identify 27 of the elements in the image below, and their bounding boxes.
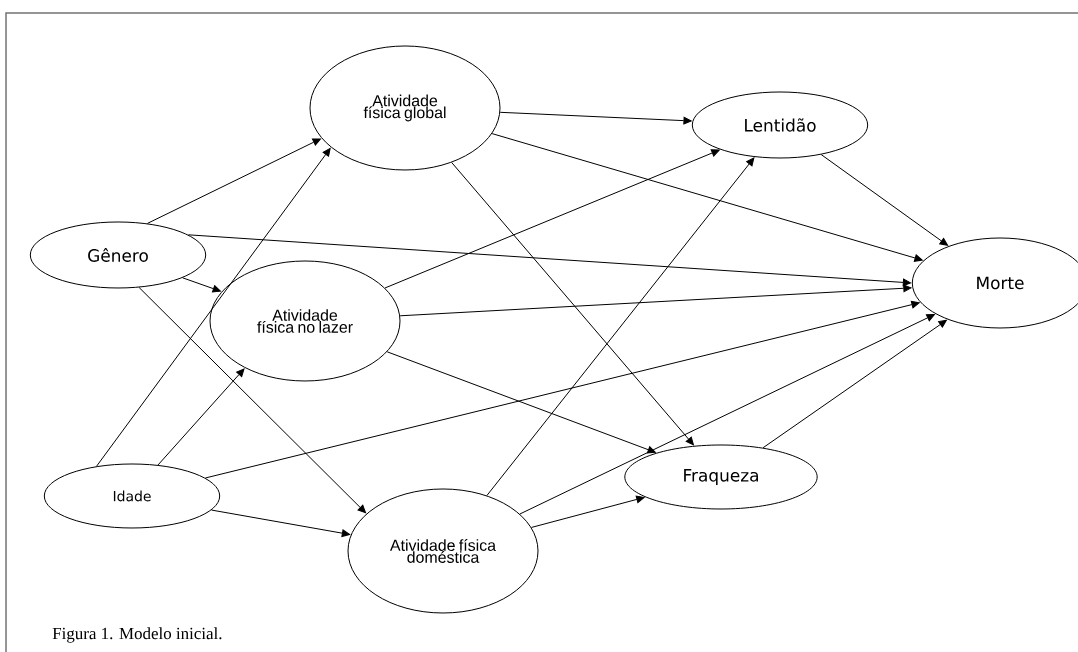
ellipse-node: Fraqueza [624, 444, 818, 510]
ellipse-node: Atividade física no lazer [209, 260, 401, 382]
arrow [211, 509, 351, 537]
ellipse-node: Atividade física doméstica [347, 488, 539, 614]
arrow [157, 368, 245, 466]
arrow [187, 234, 912, 287]
arrow [182, 277, 221, 293]
arrow [486, 157, 755, 496]
ellipse-node: Gênero [29, 221, 207, 289]
figure-caption: Figura 1. Modelo inicial. [52, 627, 222, 643]
ellipse-node: Idade [43, 463, 221, 529]
arrow [451, 162, 694, 446]
arrow [530, 495, 645, 528]
arrow [499, 111, 692, 125]
arrow [204, 300, 920, 479]
arrow [386, 351, 656, 454]
arrow [820, 154, 949, 246]
arrow [138, 287, 367, 514]
arrow [399, 284, 912, 317]
arrow [146, 138, 321, 224]
ellipse-node: Atividade física global [309, 45, 501, 171]
arrow [762, 319, 947, 449]
arrow [519, 314, 935, 515]
ellipse-node: Lentidão [691, 91, 869, 159]
arrow [96, 147, 331, 467]
arrow [384, 149, 720, 289]
arrow [491, 133, 923, 262]
